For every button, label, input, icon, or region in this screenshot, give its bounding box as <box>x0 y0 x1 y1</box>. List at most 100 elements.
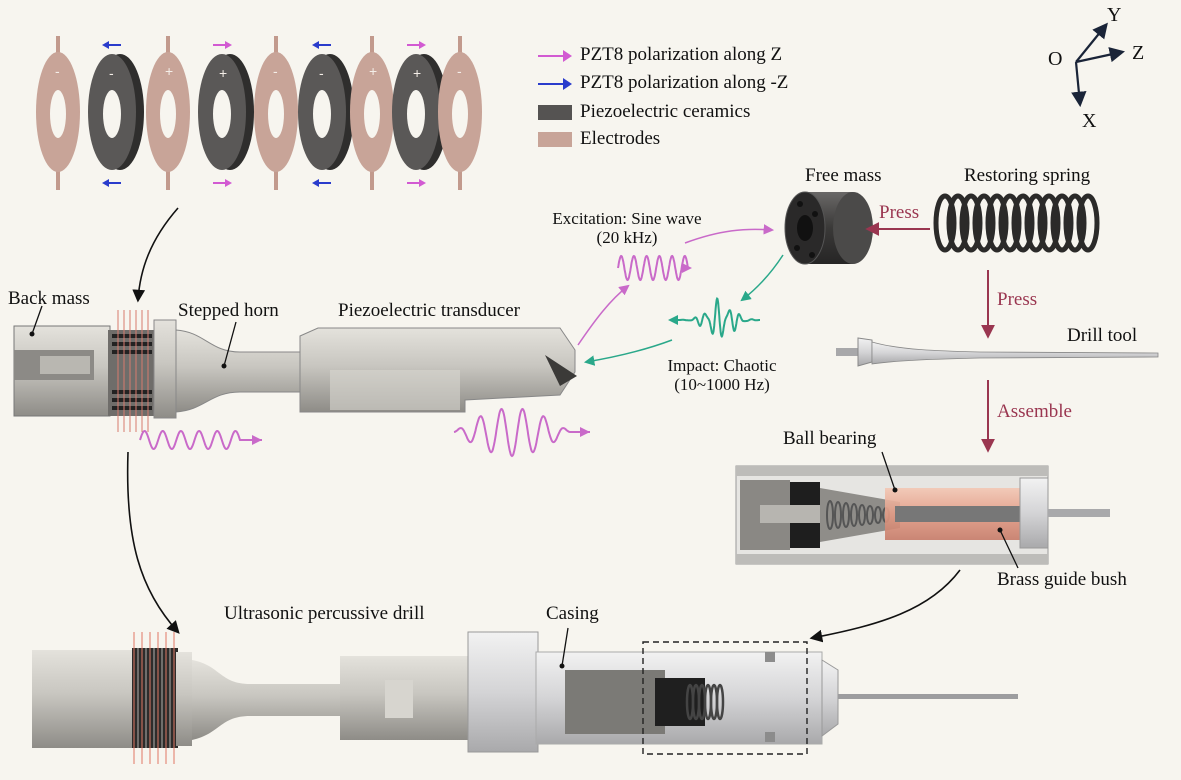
legend-item-z: PZT8 polarization along Z <box>538 44 782 66</box>
spring-coil <box>946 193 970 253</box>
spring-coil <box>842 502 850 528</box>
stepped-horn-leader <box>223 321 237 367</box>
ultrasonic-drill-assembly <box>32 631 1018 764</box>
spring-coil <box>866 505 874 525</box>
drill-tool <box>836 337 1159 367</box>
spring-coil <box>1024 193 1048 253</box>
electrode-ring: + <box>146 36 190 190</box>
excitation-arrow-to-mass <box>684 224 775 244</box>
legend-label-electrodes: Electrodes <box>580 128 661 149</box>
axis-y-label: Y <box>1107 4 1122 26</box>
electrode-swatch-icon <box>538 131 572 147</box>
pink-arrow-icon <box>538 48 572 63</box>
coordinate-axes <box>1071 22 1126 108</box>
ultrasonic-drill-label: Ultrasonic percussive drill <box>224 603 425 624</box>
excitation-label-2: (20 kHz) <box>596 228 658 247</box>
ceramic-swatch-icon <box>538 104 572 120</box>
polarization-arrow-icon <box>102 41 121 49</box>
excitation-arrow-up <box>577 284 630 346</box>
wave-arrowhead <box>682 263 692 273</box>
restoring-spring-label: Restoring spring <box>964 165 1091 186</box>
polarization-arrow-icon <box>213 179 232 187</box>
brass-bush-leader <box>999 529 1019 569</box>
spring-coil <box>933 193 957 253</box>
impact-wave <box>672 297 760 338</box>
casing-leader <box>561 627 569 667</box>
spring-coil <box>874 506 882 524</box>
assemble-label: Assemble <box>997 401 1072 422</box>
stepped-horn-label: Stepped horn <box>178 300 279 321</box>
blue-arrow-icon <box>538 76 572 91</box>
polarity-sign: - <box>457 63 462 79</box>
press-label-vertical: Press <box>997 289 1038 310</box>
piezo-stack-exploded: - - + + - - + + - <box>36 36 482 190</box>
piezo-transducer-label: Piezoelectric transducer <box>338 300 520 321</box>
polarization-arrow-icon <box>407 179 426 187</box>
excitation-wave <box>617 254 689 282</box>
spring-coil <box>972 193 996 253</box>
spring-coil <box>985 193 1009 253</box>
legend-item-electrodes: Electrodes <box>538 128 660 150</box>
ceramic-ring: + <box>198 41 254 187</box>
spring-coil <box>834 501 842 529</box>
polarity-sign: - <box>273 63 278 79</box>
casing-detail-box <box>642 641 808 755</box>
electrode-ring: - <box>438 36 482 190</box>
wave-arrowhead <box>252 435 262 445</box>
legend-label-neg-z: PZT8 polarization along -Z <box>580 72 789 93</box>
polarity-sign: - <box>55 63 60 79</box>
spring-coil <box>959 193 983 253</box>
casing-label: Casing <box>546 603 599 624</box>
sine-wave-small <box>139 429 262 451</box>
spring-coil <box>858 504 866 526</box>
electrode-ring: + <box>350 36 394 190</box>
free-mass <box>784 191 873 265</box>
impact-arrow-from-mass <box>740 254 784 302</box>
ball-bearing-label: Ball bearing <box>783 428 877 449</box>
restoring-spring <box>933 193 1100 253</box>
spring-coil <box>715 683 725 721</box>
polarity-sign: + <box>369 63 377 79</box>
electrode-ring: - <box>36 36 80 190</box>
impact-arrow-to-tip <box>583 339 673 366</box>
polarization-arrow-icon <box>312 41 331 49</box>
back-mass-leader <box>31 305 43 335</box>
spring-coil <box>998 193 1022 253</box>
ball-bearing-leader <box>881 451 896 491</box>
spring-coil <box>1063 193 1087 253</box>
ceramic-ring: - <box>298 41 354 187</box>
polarization-arrow-icon <box>312 179 331 187</box>
polarization-arrow-icon <box>213 41 232 49</box>
polarity-sign: + <box>219 65 227 81</box>
ceramic-ring: + <box>392 41 448 187</box>
legend-label-z: PZT8 polarization along Z <box>580 44 783 65</box>
wave-arrowhead <box>580 427 590 437</box>
transducer-cutaway <box>13 310 577 432</box>
polarity-sign: + <box>165 63 173 79</box>
assembly-to-casing-arrow <box>809 569 961 643</box>
polarity-sign: + <box>413 65 421 81</box>
polarity-sign: - <box>319 65 324 81</box>
back-mass-label: Back mass <box>8 288 90 309</box>
polarization-arrow-icon <box>102 179 121 187</box>
cutaway-assembly <box>735 465 1110 565</box>
drill-tool-label: Drill tool <box>1067 325 1138 346</box>
spring-coil <box>826 500 834 530</box>
axis-origin-label: O <box>1048 48 1063 70</box>
impact-label-1: Impact: Chaotic <box>667 356 777 375</box>
stack-to-transducer-arrow <box>132 207 179 303</box>
press-label-horizontal: Press <box>879 202 920 223</box>
legend-label-ceramics: Piezoelectric ceramics <box>580 101 751 122</box>
brass-guide-bush-label: Brass guide bush <box>997 569 1127 590</box>
ceramic-ring: - <box>88 41 144 187</box>
legend-item-neg-z: PZT8 polarization along -Z <box>538 72 788 94</box>
legend-item-ceramics: Piezoelectric ceramics <box>538 101 750 123</box>
sine-wave-large <box>453 407 590 458</box>
spring-coil <box>1011 193 1035 253</box>
spring-coil <box>1037 193 1061 253</box>
axis-z-label: Z <box>1132 42 1145 64</box>
axis-x-label: X <box>1082 110 1097 132</box>
impact-label-2: (10~1000 Hz) <box>674 375 770 394</box>
spring-coil <box>1050 193 1074 253</box>
